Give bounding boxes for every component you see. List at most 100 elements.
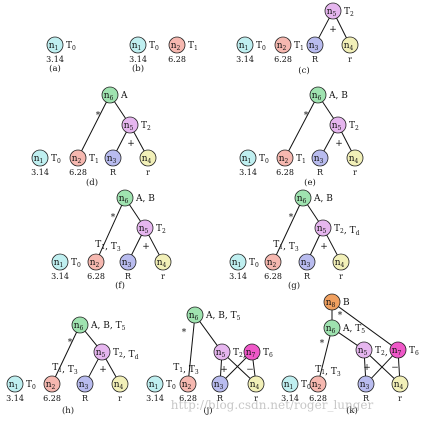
node-label: n2 xyxy=(72,154,82,165)
node-value: 6.28 xyxy=(274,55,292,64)
edge-n7-n4 xyxy=(252,359,256,377)
edge-n5-n4 xyxy=(326,234,338,256)
edge-n5-n4 xyxy=(341,131,352,152)
node-n4: n4r xyxy=(332,253,350,281)
node-value: r xyxy=(146,168,150,177)
node-value: 6.28 xyxy=(87,272,105,281)
node-circle xyxy=(355,341,373,359)
node-value: r xyxy=(339,272,343,281)
node-circle xyxy=(341,36,359,54)
node-label: n6 xyxy=(312,91,322,102)
node-label: n4 xyxy=(142,154,152,165)
edge-n5-n4 xyxy=(133,131,145,152)
node-label: n3 xyxy=(214,380,224,391)
panel-caption: (h) xyxy=(62,405,74,416)
node-label: n1 xyxy=(132,41,142,52)
node-circle xyxy=(116,189,134,207)
node-n3: n3R xyxy=(311,149,329,177)
node-n3: n3R xyxy=(119,253,137,281)
edge-n6-n2 xyxy=(275,205,301,255)
node-value: 6.28 xyxy=(69,168,87,177)
operator-label: + xyxy=(142,242,150,252)
operator-label: − xyxy=(391,363,399,373)
node-circle xyxy=(298,253,316,271)
operator-label: * xyxy=(338,311,343,321)
operator-label: * xyxy=(111,213,116,223)
node-circle xyxy=(389,341,407,359)
node-tag: T0 xyxy=(26,380,36,391)
node-tag: T0 xyxy=(71,258,81,269)
node-label: n3 xyxy=(122,258,132,269)
edge-n5-n3 xyxy=(131,234,142,256)
node-circle xyxy=(329,116,347,134)
node-circle xyxy=(211,375,229,393)
node-tag: T0 xyxy=(166,380,176,391)
node-label: n4 xyxy=(250,380,260,391)
node-label: n6 xyxy=(189,311,199,322)
edge-n5-n3 xyxy=(363,357,367,377)
node-tag: T0 xyxy=(259,154,269,165)
edge-n6-n5 xyxy=(338,332,358,346)
operator-label: − xyxy=(246,365,254,375)
node-label: n1 xyxy=(149,380,159,391)
panel-caption: (f) xyxy=(115,280,125,291)
node-label: n5 xyxy=(139,224,149,235)
node-value: 6.28 xyxy=(276,168,294,177)
node-circle xyxy=(71,316,89,334)
node-tag: T0 xyxy=(256,41,266,52)
node-tag: T1 xyxy=(294,41,304,52)
operator-label: + xyxy=(127,139,135,149)
node-label: n1 xyxy=(34,154,44,165)
node-tag: T0 xyxy=(51,154,61,165)
node-value: r xyxy=(348,55,352,64)
node-n2: n26.28 xyxy=(179,375,197,403)
node-tag: T2, Td xyxy=(113,348,139,361)
node-label: n4 xyxy=(114,380,124,391)
operator-label: * xyxy=(320,339,325,349)
node-label: n5 xyxy=(96,348,106,359)
node-n3: n3R xyxy=(211,375,229,403)
node-circle xyxy=(139,149,157,167)
node-circle xyxy=(391,375,409,393)
node-value: R xyxy=(304,272,311,281)
node-tag: T6 xyxy=(263,348,273,359)
node-label: n1 xyxy=(49,41,59,52)
node-circle xyxy=(236,36,254,54)
node-circle xyxy=(213,343,231,361)
edge-n6-n2 xyxy=(81,101,107,152)
node-circle xyxy=(229,253,247,271)
node-label: n1 xyxy=(242,154,252,165)
operator-label: + xyxy=(220,365,228,375)
node-label: n1 xyxy=(284,380,294,391)
node-label: n2 xyxy=(277,41,287,52)
node-circle xyxy=(154,253,172,271)
node-value: 6.28 xyxy=(168,55,186,64)
node-label: n6 xyxy=(74,321,84,332)
node-circle xyxy=(247,375,265,393)
node-label: n4 xyxy=(349,154,359,165)
node-label: n5 xyxy=(358,346,368,357)
panel-caption: (d) xyxy=(86,177,98,188)
node-value: R xyxy=(110,168,117,177)
edge-n7-n3 xyxy=(225,357,247,379)
node-tag: B xyxy=(343,298,350,308)
edge-n6-n5 xyxy=(307,204,319,222)
